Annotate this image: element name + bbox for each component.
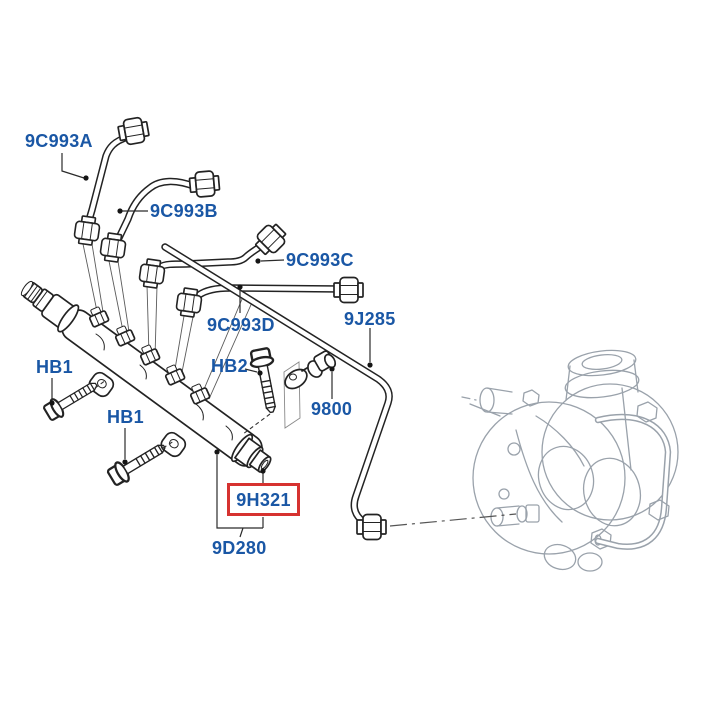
label-pressure-sensor: 9H321 — [236, 489, 291, 510]
injector-pipe-a — [83, 133, 132, 231]
label-bolt-hb2: HB2 — [211, 356, 248, 376]
label-supply-pipe: 9J285 — [344, 309, 396, 329]
fuel-rail — [20, 280, 272, 473]
bolt-hb1-mid — [104, 436, 175, 489]
clamp-9800 — [284, 350, 337, 390]
label-bolt-hb1-left: HB1 — [36, 357, 73, 377]
injector-pipe-b — [112, 177, 200, 248]
highlight-box-9h321: 9H321 — [227, 483, 300, 516]
assembly-centerline — [389, 513, 517, 527]
label-pipe-b: 9C993B — [150, 201, 218, 221]
label-fuel-rail: 9D280 — [212, 538, 267, 558]
bolt-hb2 — [242, 346, 284, 435]
label-pipe-c: 9C993C — [286, 250, 354, 270]
rail-ear — [88, 371, 115, 398]
label-pipe-a: 9C993A — [25, 131, 93, 151]
label-clamp: 9800 — [311, 399, 353, 419]
assembly-projection-lines — [82, 243, 255, 400]
label-bolt-hb1-mid: HB1 — [107, 407, 144, 427]
supply-pipe — [161, 243, 393, 526]
injection-pump — [461, 349, 679, 572]
rail-left-sensor — [20, 280, 80, 333]
shim-plate — [283, 361, 301, 429]
rail-pressure-sensor — [230, 433, 272, 473]
leader-lines — [49, 153, 373, 538]
bolt-hb1-left — [41, 374, 107, 424]
injector-pipe-c — [150, 240, 268, 276]
label-pipe-d: 9C993D — [207, 315, 275, 335]
injector-pipe-d — [188, 284, 344, 304]
rail-ear — [160, 431, 187, 458]
